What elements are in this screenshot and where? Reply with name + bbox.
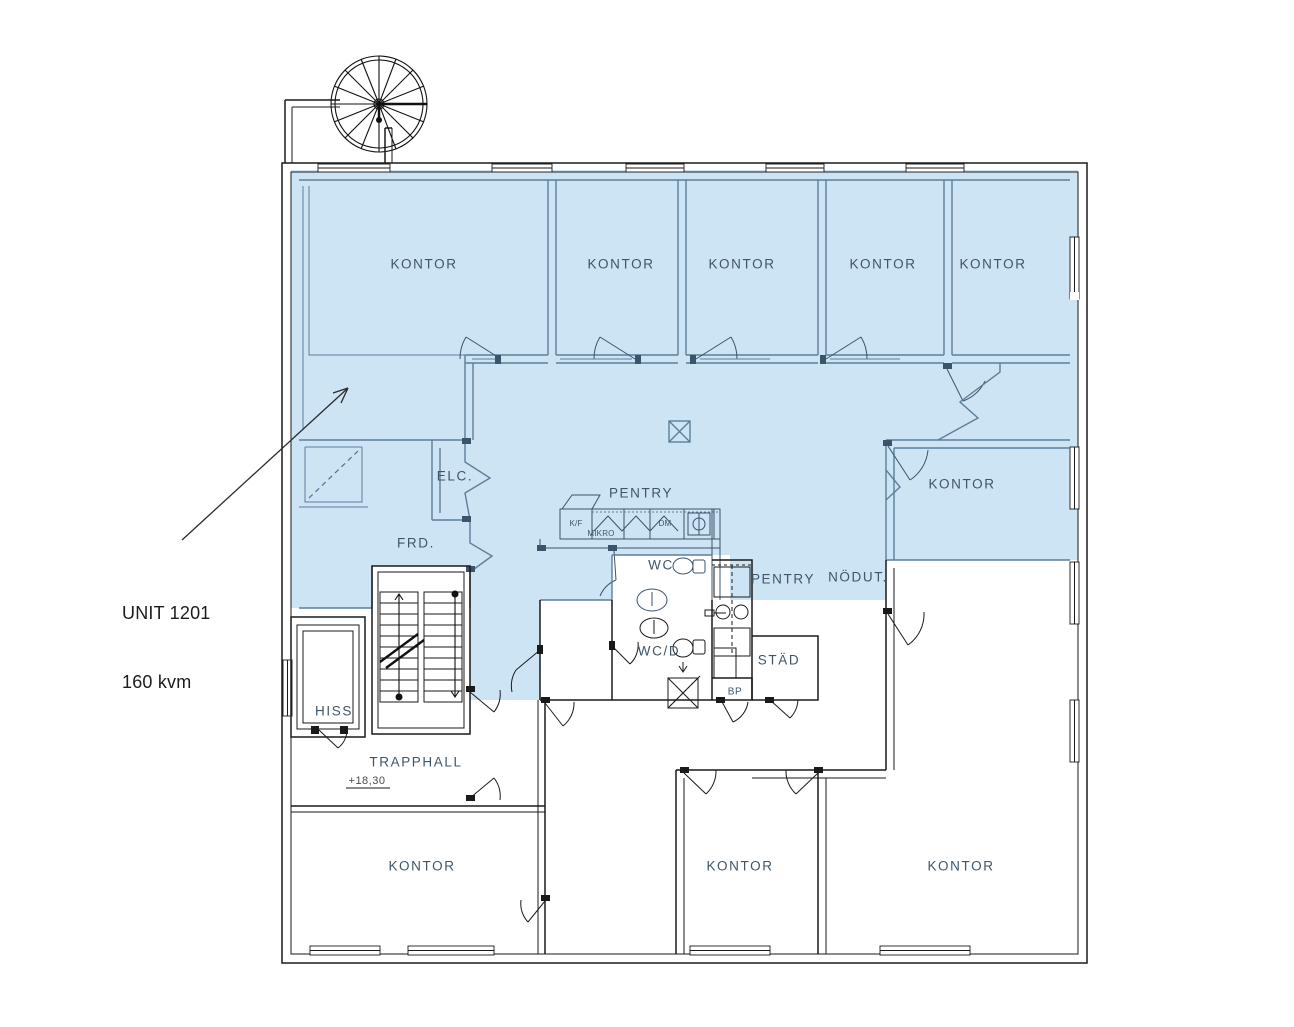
south-offices-walls xyxy=(291,697,827,954)
room-label-kontor-n1: KONTOR xyxy=(390,257,457,272)
room-label-kontor-n2: KONTOR xyxy=(587,257,654,272)
exterior-walls xyxy=(281,162,1088,964)
unit-area: 160 kvm xyxy=(122,672,192,692)
window-bottom-4 xyxy=(879,945,971,956)
window-top-4 xyxy=(765,163,825,173)
window-bottom-2 xyxy=(407,945,495,956)
dashed-diagonal xyxy=(308,450,359,499)
level-marker: +18,30 xyxy=(349,775,386,787)
window-bottom-1 xyxy=(309,945,381,956)
window-top-3 xyxy=(625,163,685,173)
appliance-label-microwave: MIKRO xyxy=(587,529,614,538)
room-label-bp: BP xyxy=(728,687,743,698)
window-right-2 xyxy=(1070,292,1079,300)
stair-core xyxy=(290,565,501,801)
window-right-3 xyxy=(1069,446,1080,510)
window-top-1 xyxy=(317,163,391,173)
unit-name: UNIT 1201 xyxy=(122,603,211,623)
room-label-kontor-n4: KONTOR xyxy=(849,257,916,272)
room-label-nodut: NÖDUT. xyxy=(828,570,888,585)
north-offices-walls xyxy=(299,179,1070,440)
room-label-wc: WC xyxy=(648,558,674,573)
highlighted-unit-fill xyxy=(291,170,1078,700)
east-office-walls xyxy=(883,363,1070,561)
room-label-kontor-s3: KONTOR xyxy=(927,859,994,874)
north-office-doors xyxy=(459,336,986,402)
room-label-elc: ELC. xyxy=(437,469,473,484)
window-bottom-3 xyxy=(689,945,771,956)
room-label-stad: STÄD xyxy=(758,653,800,668)
pentry-kitchen xyxy=(537,494,721,600)
window-right-5 xyxy=(1069,699,1080,763)
room-label-kontor-n3: KONTOR xyxy=(708,257,775,272)
window-left-1 xyxy=(282,659,293,717)
unit-callout-label: UNIT 1201 160 kvm xyxy=(122,556,211,740)
room-label-hiss: HISS xyxy=(315,704,353,719)
appliance-label-dishwasher: DM xyxy=(659,519,672,528)
window-top-2 xyxy=(491,163,553,173)
room-label-pentry-main: PENTRY xyxy=(609,486,673,501)
room-label-kontor-s1: KONTOR xyxy=(388,859,455,874)
window-right-1 xyxy=(1069,236,1080,300)
room-label-kontor-n5: KONTOR xyxy=(959,257,1026,272)
room-label-kontor-s2: KONTOR xyxy=(706,859,773,874)
unit-callout-arrow xyxy=(181,387,349,541)
wc-fixtures xyxy=(540,554,712,612)
room-label-frd: FRD. xyxy=(397,536,435,551)
room-label-wc-d: WC/D xyxy=(638,644,680,659)
room-label-trapphall: TRAPPHALL xyxy=(369,755,462,770)
room-label-kontor-east: KONTOR xyxy=(928,477,995,492)
lower-middle-rooms xyxy=(510,559,819,723)
window-right-4 xyxy=(1069,561,1080,625)
spiral-stair-icon xyxy=(284,55,428,163)
appliance-label-fridge: K/F xyxy=(569,519,582,528)
window-top-5 xyxy=(905,163,965,173)
crossed-box-column-icon xyxy=(668,420,691,443)
room-labels: KONTOR KONTOR KONTOR KONTOR KONTOR KONTO… xyxy=(315,257,1026,874)
room-label-pentry-2: PENTRY xyxy=(751,572,815,587)
